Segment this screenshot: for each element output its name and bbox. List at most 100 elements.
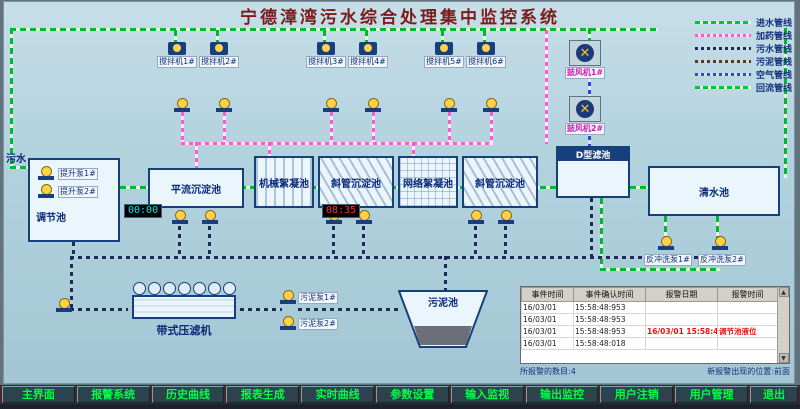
pipe-mixer-drop-1 xyxy=(174,30,177,46)
mixer-2[interactable]: 搅拌机2# xyxy=(199,42,239,68)
legend-label: 空气管线 xyxy=(755,71,792,81)
return-line-swatch xyxy=(694,86,751,89)
blower-fan-icon xyxy=(569,40,601,66)
mixer-3[interactable]: 搅拌机3# xyxy=(306,42,346,68)
cell xyxy=(645,301,718,314)
sludge-pump-label: 污泥泵2# xyxy=(298,318,338,330)
column-header: 事件时间 xyxy=(521,287,574,302)
pipe-dosing-drop-2 xyxy=(223,112,226,142)
tank-label: 机械絮凝池 xyxy=(259,178,309,190)
table-scrollbar[interactable] xyxy=(777,287,789,363)
menu-parameter-settings-button[interactable]: 参数设置 xyxy=(375,386,449,403)
dosing-pump-icon[interactable] xyxy=(323,98,339,112)
tank-label: 斜管沉淀池 xyxy=(475,178,525,190)
tank-label: 斜管沉淀池 xyxy=(331,178,381,190)
menu-alarm-system-button[interactable]: 报警系统 xyxy=(76,386,150,403)
tank-label: 调节池 xyxy=(36,213,66,224)
tank-label: 平流沉淀池 xyxy=(171,184,221,196)
legend-row: 加药管线 xyxy=(694,29,792,42)
pipe-backwash-to-filter xyxy=(600,198,603,268)
mixer-icon xyxy=(210,42,228,55)
scroll-down-icon[interactable] xyxy=(778,353,789,363)
legend-row: 污水管线 xyxy=(694,42,792,55)
menu-history-curve-button[interactable]: 历史曲线 xyxy=(151,386,225,403)
menu-input-monitor-button[interactable]: 输入监视 xyxy=(450,386,524,403)
backwash-pump-label: 反冲洗泵1# xyxy=(644,254,692,266)
blower-2[interactable]: 鼓风机2# xyxy=(562,96,608,135)
menu-exit-button[interactable]: 退出 xyxy=(749,386,798,403)
mixer-5[interactable]: 搅拌机5# xyxy=(424,42,464,68)
pipe-dosing-header xyxy=(181,142,493,145)
pipe-sludge-left-down xyxy=(70,256,73,310)
dosing-pump-icon[interactable] xyxy=(365,98,381,112)
backwash-pump-icon[interactable] xyxy=(658,236,674,250)
pipe-inflow-left-drop xyxy=(10,28,13,168)
sludge-pump-icon[interactable] xyxy=(280,316,296,330)
lift-pump-icon[interactable] xyxy=(38,184,54,198)
menu-user-logout-button[interactable]: 用户注销 xyxy=(600,386,674,403)
alarm-row-active[interactable]: 16/03/01 15:58:48:953 16/03/01 15:58:48:… xyxy=(521,325,778,338)
sludge-transfer-pump-icon[interactable] xyxy=(56,298,72,312)
dosing-pump-icon[interactable] xyxy=(216,98,232,112)
dosing-pump-icon[interactable] xyxy=(441,98,457,112)
discharge-pump-icon[interactable] xyxy=(468,210,484,224)
roller-icon xyxy=(192,282,206,295)
cell xyxy=(645,313,718,326)
cell: 16/03/01 xyxy=(521,301,574,314)
menu-user-management-button[interactable]: 用户管理 xyxy=(675,386,748,403)
mixer-6[interactable]: 搅拌机6# xyxy=(466,42,506,68)
mixer-1[interactable]: 搅拌机1# xyxy=(157,42,197,68)
blower-label: 鼓风机2# xyxy=(564,123,606,135)
menu-report-button[interactable]: 报表生成 xyxy=(226,386,300,403)
alarm-row[interactable]: 16/03/01 15:58:48:953 xyxy=(521,301,778,314)
cell xyxy=(645,337,718,350)
pipe-sludge-drop-2 xyxy=(208,226,211,256)
mixer-icon xyxy=(168,42,186,55)
cell xyxy=(717,301,778,314)
page-title: 宁德漳湾污水综合处理集中监控系统 xyxy=(240,8,560,28)
pipe-sludge-drop-3 xyxy=(332,226,335,256)
pipe-regulation-drain xyxy=(72,242,75,256)
backwash-pump-icon[interactable] xyxy=(712,236,728,250)
menu-output-monitor-button[interactable]: 输出监控 xyxy=(525,386,599,403)
dosing-pump-icon[interactable] xyxy=(483,98,499,112)
cell: 调节池液位 xyxy=(717,325,778,338)
pipe-sludge-drop-4 xyxy=(362,226,365,256)
bottom-menu-bar: 主界面 报警系统 历史曲线 报表生成 实时曲线 参数设置 输入监视 输出监控 用… xyxy=(0,385,800,404)
belt-filter-press: 带式压滤机 xyxy=(128,282,240,338)
sludge-pump-icon[interactable] xyxy=(280,290,296,304)
discharge-pump-icon[interactable] xyxy=(498,210,514,224)
inclined-tube-sedimentation-tank-1: 斜管沉淀池 xyxy=(318,156,394,208)
pipe-backwash-drop-2 xyxy=(716,216,719,240)
roller-icon xyxy=(207,282,221,295)
tank-label: 污泥池 xyxy=(428,298,458,309)
menu-main-button[interactable]: 主界面 xyxy=(2,386,75,403)
discharge-pump-icon[interactable] xyxy=(202,210,218,224)
scroll-up-icon[interactable] xyxy=(778,287,789,297)
inflow-line-swatch xyxy=(694,21,751,24)
dosing-line-swatch xyxy=(694,34,751,37)
mixer-4[interactable]: 搅拌机4# xyxy=(348,42,388,68)
pipe-dosing-vertical-right xyxy=(545,30,548,144)
mixer-label: 搅拌机1# xyxy=(157,56,197,68)
alarm-row[interactable]: 16/03/01 15:58:48:953 xyxy=(521,313,778,326)
pipe-dosing-tank-1 xyxy=(195,142,198,168)
mixer-label: 搅拌机5# xyxy=(424,56,464,68)
dosing-pump-icon[interactable] xyxy=(174,98,190,112)
alarm-grid: 事件时间 事件确认时间 报警日期 报警时间 16/03/01 15:58:48:… xyxy=(521,287,778,350)
sludge-tank-shape xyxy=(397,290,489,348)
cell: 16/03/01 15:58:48:359 xyxy=(645,325,718,338)
blower-1[interactable]: 鼓风机1# xyxy=(562,40,608,79)
pipe-air-between-blowers xyxy=(588,74,591,98)
pipe-inflow-top xyxy=(10,28,658,31)
pipe-blower-feed xyxy=(588,28,591,42)
cell: 15:58:48:953 xyxy=(573,313,646,326)
sludge-pump-label: 污泥泵1# xyxy=(298,292,338,304)
lift-pump-icon[interactable] xyxy=(38,166,54,180)
menu-realtime-curve-button[interactable]: 实时曲线 xyxy=(301,386,374,403)
roller-icon xyxy=(147,282,161,295)
discharge-pump-icon[interactable] xyxy=(172,210,188,224)
alarm-row[interactable]: 16/03/01 15:58:48:018 xyxy=(521,337,778,350)
sludge-tank: 污泥池 xyxy=(397,290,489,348)
